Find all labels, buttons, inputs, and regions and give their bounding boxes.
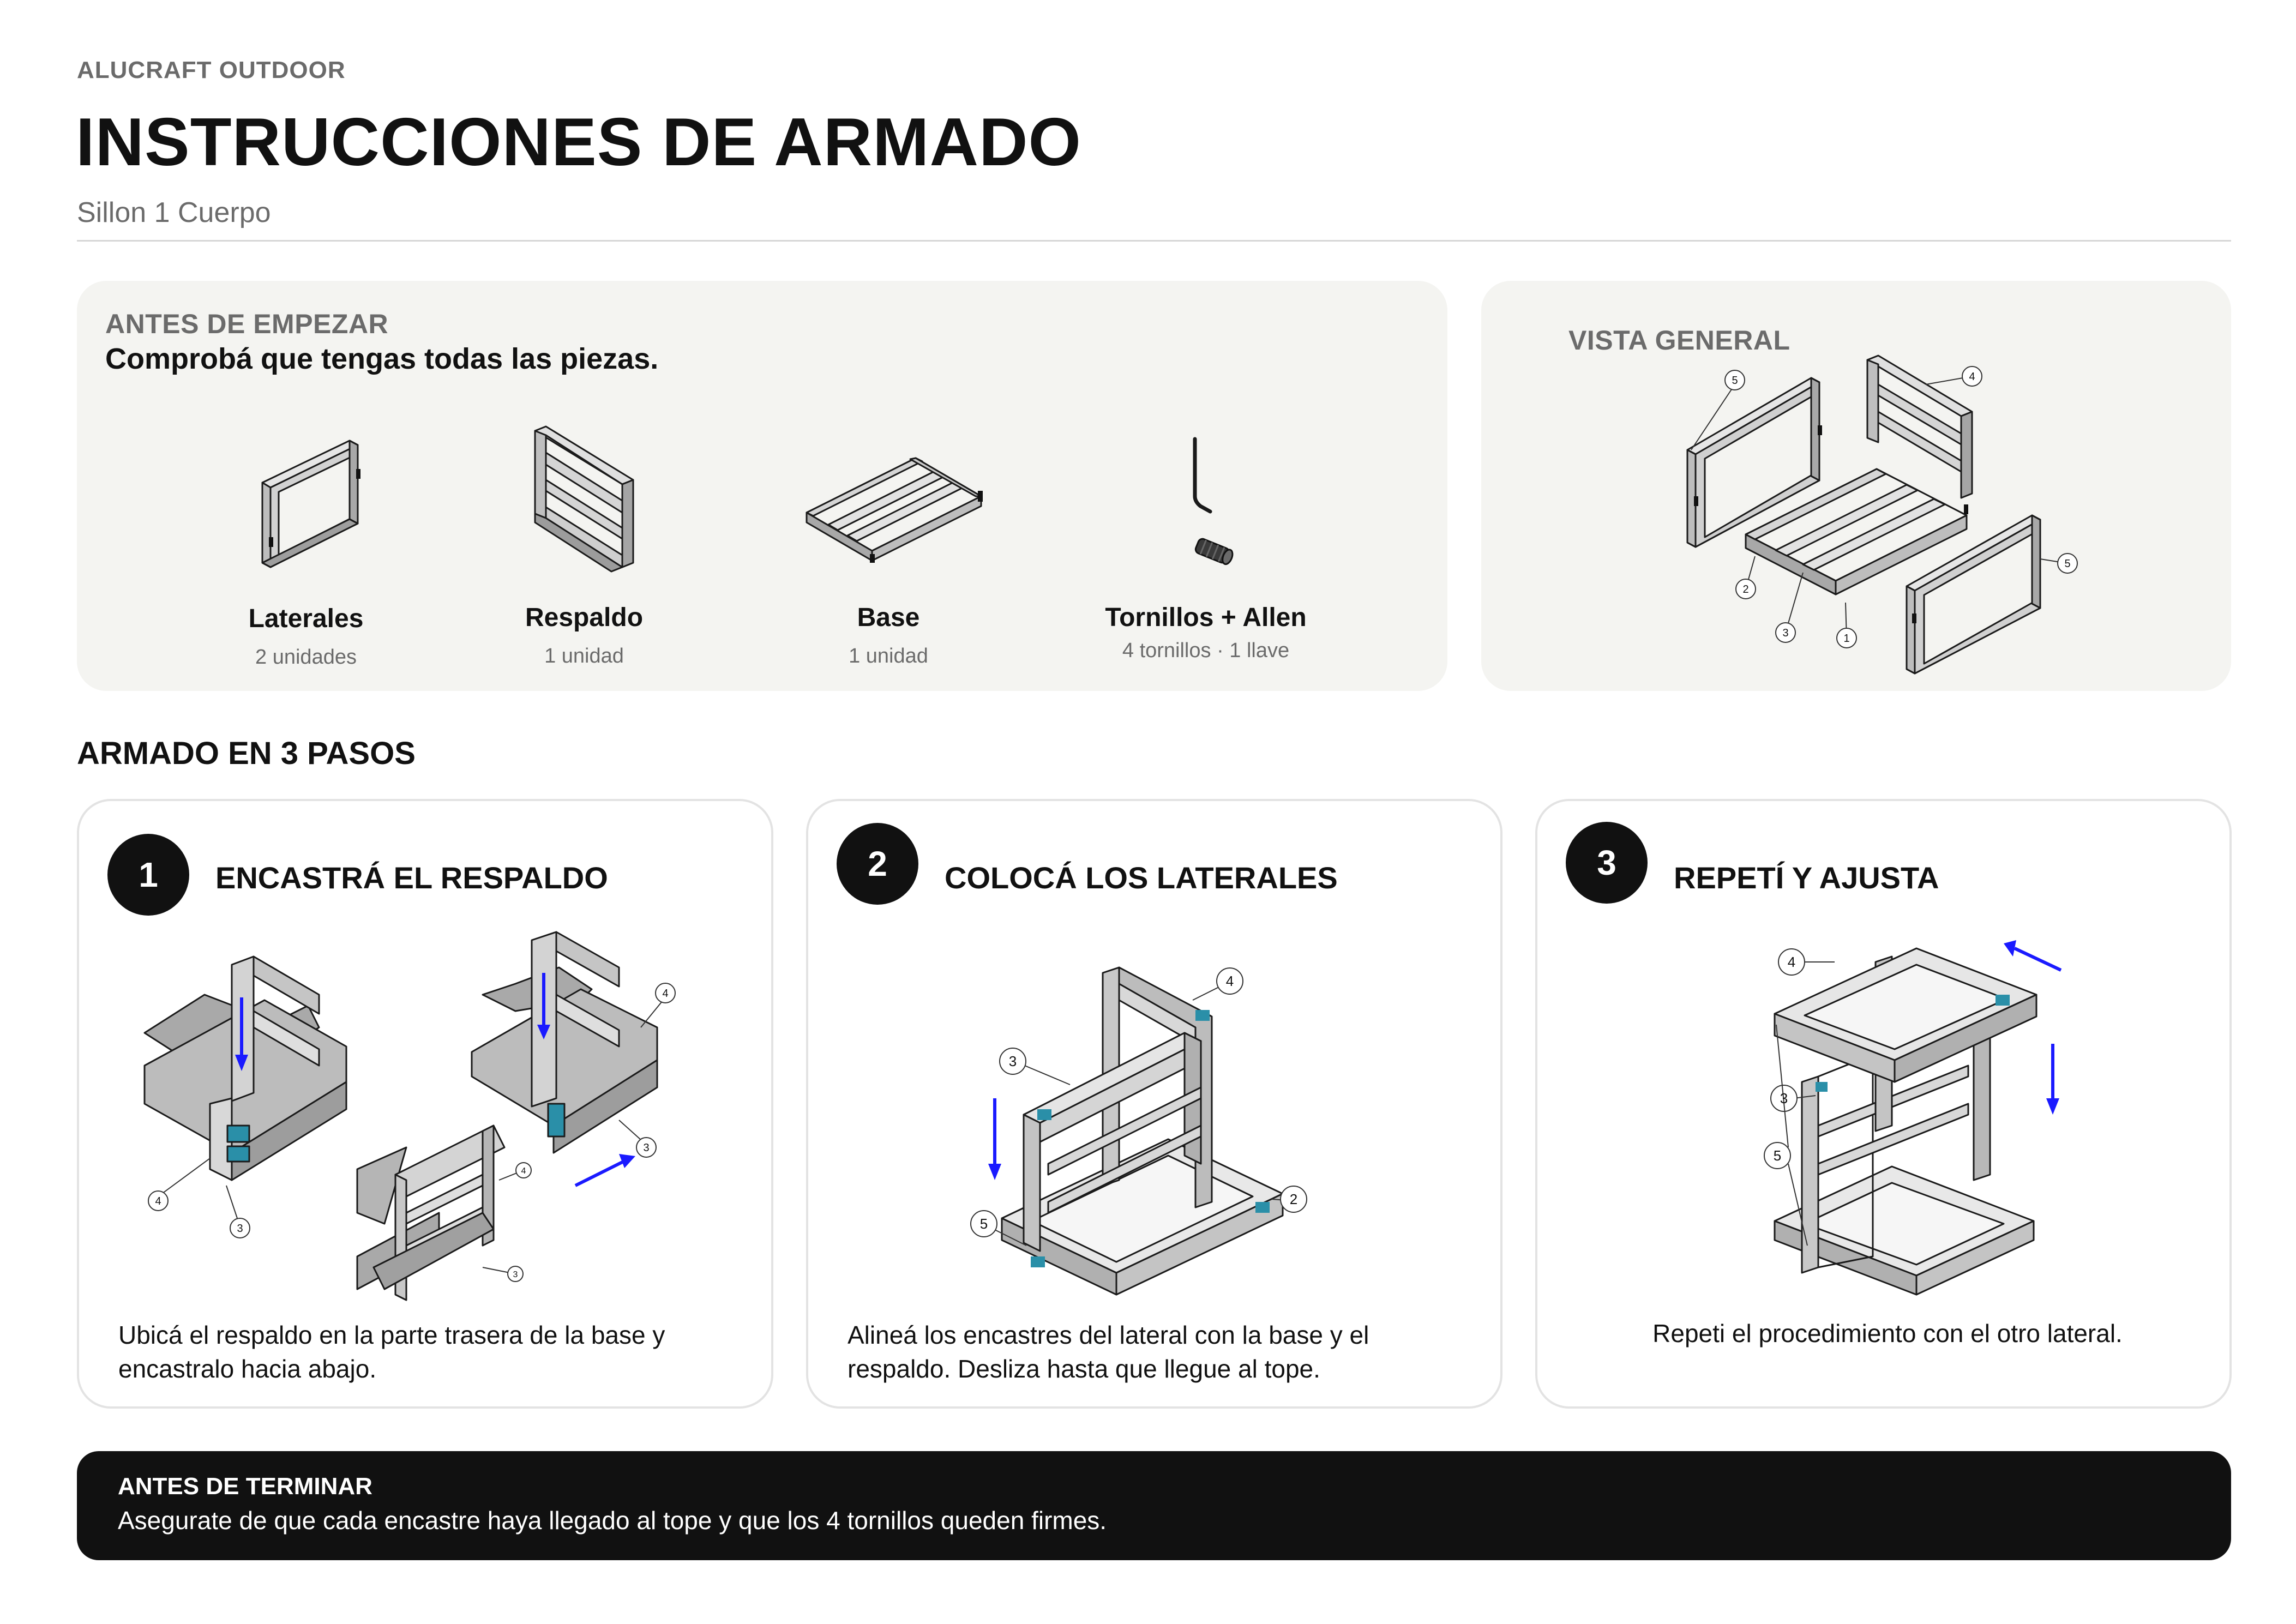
step-number-badge: 2 [837, 823, 918, 905]
callout-label: 3 [513, 1270, 518, 1279]
part-name: Base [857, 603, 920, 632]
footer-kicker: ANTES DE TERMINAR [118, 1473, 372, 1500]
parts-lead: Comprobá que tengas todas las piezas. [105, 342, 659, 375]
step-2-illustration: 4 3 5 2 [970, 966, 1307, 1296]
parts-kicker: ANTES DE EMPEZAR [105, 309, 389, 339]
backrest-frame-icon [534, 425, 634, 573]
parts-checklist-panel: ANTES DE EMPEZAR Comprobá que tengas tod… [77, 281, 1447, 691]
callout-label: 4 [1969, 371, 1975, 383]
callout-label: 4 [1788, 954, 1795, 970]
side-frame-icon [261, 440, 360, 568]
callout-label: 3 [643, 1142, 649, 1154]
part-tornillos: Tornillos + Allen 4 tornillos · 1 llave [1064, 414, 1348, 663]
step-title: COLOCÁ LOS LATERALES [945, 861, 1338, 895]
step-number-badge: 3 [1566, 822, 1648, 904]
step-number-badge: 1 [107, 834, 189, 916]
callout-label: 2 [1290, 1191, 1297, 1207]
callout-label: 5 [980, 1216, 988, 1232]
page-title: INSTRUCCIONES DE ARMADO [76, 105, 1082, 180]
part-quantity: 1 unidad [849, 645, 928, 667]
part-respaldo: Respaldo 1 unidad [442, 414, 726, 668]
footer-text: Asegurate de que cada encastre haya lleg… [118, 1506, 1107, 1535]
callout-label: 2 [1742, 584, 1748, 596]
part-laterales: Laterales 2 unidades [164, 414, 448, 669]
part-name: Laterales [248, 604, 364, 633]
callout-label: 4 [521, 1166, 526, 1176]
step-card-1: 1 ENCASTRÁ EL RESPALDO [77, 799, 773, 1409]
header-divider [77, 240, 2231, 242]
callout-label: 3 [1782, 627, 1788, 639]
callout-label: 4 [155, 1195, 161, 1207]
step-card-3: 3 REPETÍ Y AJUSTA [1535, 799, 2232, 1409]
overview-kicker: VISTA GENERAL [1568, 325, 1790, 356]
callout-label: 4 [662, 988, 668, 1000]
part-quantity: 2 unidades [255, 646, 357, 669]
callout-label: 3 [237, 1223, 243, 1235]
final-check-banner: ANTES DE TERMINAR Asegurate de que cada … [77, 1451, 2231, 1560]
steps-section-title: ARMADO EN 3 PASOS [77, 736, 416, 771]
part-base: Base 1 unidad [747, 414, 1030, 668]
overview-panel: VISTA GENERAL [1481, 281, 2231, 691]
callout-label: 1 [1843, 633, 1849, 645]
base-frame-icon [806, 457, 983, 563]
exploded-view-illustration: 5 4 5 2 3 1 [1686, 354, 2078, 675]
callout-label: 3 [1780, 1090, 1788, 1106]
part-name: Tornillos + Allen [1105, 603, 1307, 632]
step-3-illustration: 4 3 5 [1764, 940, 2062, 1296]
part-quantity: 1 unidad [544, 645, 624, 667]
screw-and-allen-key-icon [1193, 437, 1234, 566]
callout-label: 5 [2064, 558, 2070, 570]
step-1-illustration: 4 3 4 3 4 3 [143, 931, 676, 1301]
callout-label: 3 [1009, 1053, 1017, 1069]
step-instruction: Ubicá el respaldo en la parte trasera de… [118, 1321, 665, 1383]
step-card-2: 2 COLOCÁ LOS LATERALES [806, 799, 1502, 1409]
brand-name: ALUCRAFT OUTDOOR [77, 57, 346, 83]
step-title: ENCASTRÁ EL RESPALDO [215, 861, 608, 895]
callout-label: 5 [1732, 375, 1738, 387]
part-name: Respaldo [525, 603, 644, 632]
step-instruction: Repeti el procedimiento con el otro late… [1652, 1319, 2123, 1348]
callout-label: 4 [1226, 973, 1234, 989]
callout-label: 5 [1774, 1147, 1781, 1164]
step-title: REPETÍ Y AJUSTA [1674, 861, 1939, 895]
step-instruction: Alineá los encastres del lateral con la … [848, 1321, 1369, 1383]
part-quantity: 4 tornillos · 1 llave [1122, 639, 1290, 662]
product-subtitle: Sillon 1 Cuerpo [77, 197, 271, 228]
